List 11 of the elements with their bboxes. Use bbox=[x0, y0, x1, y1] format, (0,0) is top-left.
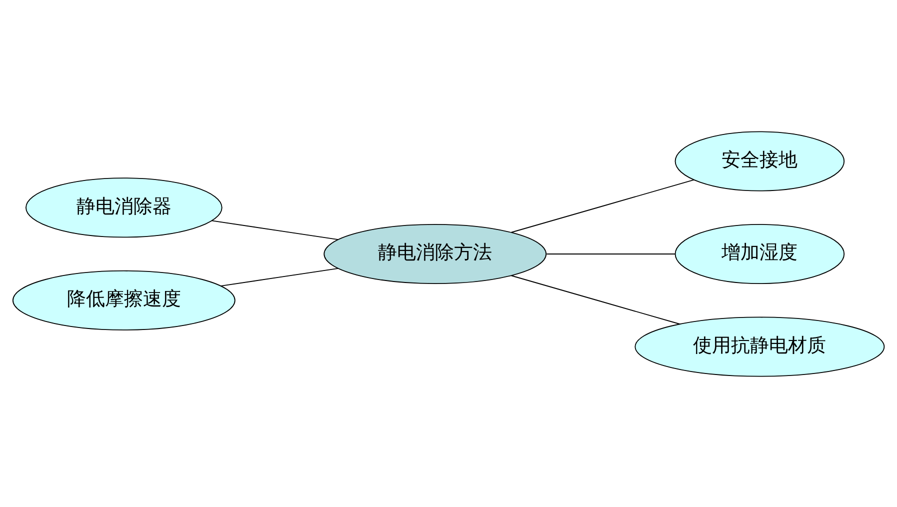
node-ellipse: 安全接地 bbox=[674, 130, 845, 191]
node-ellipse: 增加湿度 bbox=[674, 223, 845, 284]
connector bbox=[510, 178, 694, 232]
connector bbox=[211, 220, 339, 240]
node-ellipse: 静电消除器 bbox=[26, 177, 222, 238]
node-ellipse: 使用抗静电材质 bbox=[634, 316, 885, 376]
connector bbox=[510, 274, 680, 324]
connector bbox=[220, 267, 339, 286]
node-ellipse: 降低摩擦速度 bbox=[12, 270, 236, 330]
node-ellipse: 静电消除方法 bbox=[324, 223, 547, 284]
connector bbox=[546, 253, 676, 254]
